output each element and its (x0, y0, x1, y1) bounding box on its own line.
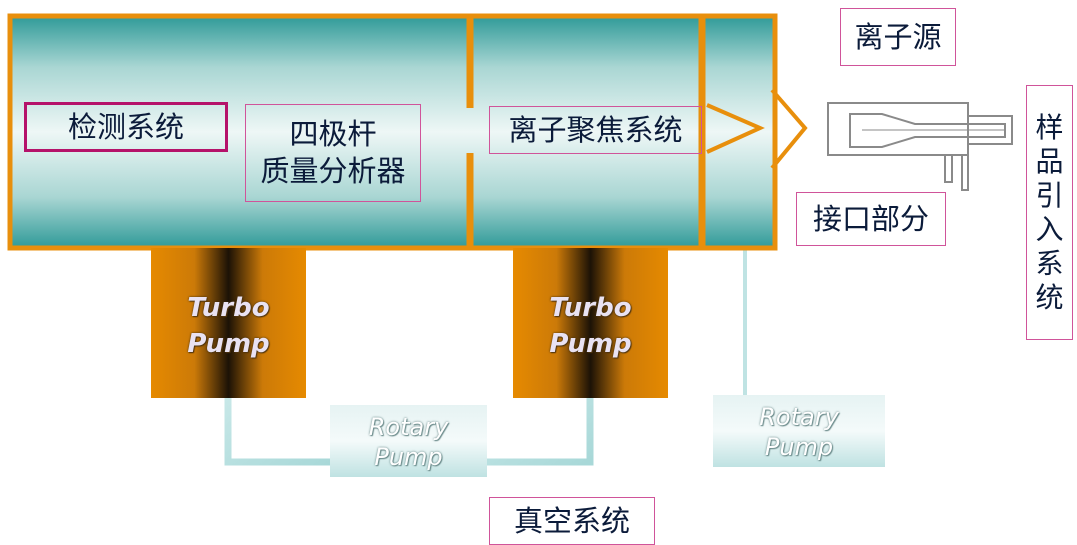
ion-source-text: 离子源 (854, 19, 942, 54)
turbo-pump-1-line1: Turbo (187, 293, 270, 323)
rotary-pump-1-body (330, 405, 487, 477)
rotary-pump-1-label: Rotary Pump (330, 412, 487, 472)
rotary-pump-1-line2: Pump (374, 443, 443, 471)
detection-system-label: 检测系统 (24, 102, 228, 152)
rotary-pump-2-body (713, 395, 885, 467)
vacuum-pipe-right (483, 391, 594, 466)
ion-source-torch (827, 102, 1013, 191)
sample-intro-char: 引 (1035, 178, 1064, 212)
interface-cone-outer (770, 88, 808, 170)
interface-label: 接口部分 (796, 192, 946, 246)
interface-text: 接口部分 (812, 201, 929, 236)
turbo-pump-2-body (513, 248, 668, 398)
quadrupole-line2: 质量分析器 (260, 154, 406, 188)
sample-intro-char: 样 (1035, 110, 1064, 144)
sample-intro-char: 品 (1035, 144, 1064, 178)
turbo-pump-1-line2: Pump (187, 329, 270, 359)
quadrupole-line1: 四极杆 (289, 117, 377, 151)
detection-system-text: 检测系统 (67, 109, 184, 144)
quadrupole-analyzer-label: 四极杆 质量分析器 (245, 104, 421, 202)
vacuum-system-label: 真空系统 (489, 497, 655, 545)
turbo-pump-2-line1: Turbo (549, 293, 632, 323)
rotary-pump-2-line2: Pump (764, 433, 834, 461)
ion-source-label: 离子源 (840, 8, 956, 66)
rotary-pump-2-label: Rotary Pump (713, 402, 885, 462)
sample-intro-char: 系 (1035, 246, 1064, 280)
vacuum-pipe-left (224, 391, 339, 466)
vacuum-system-text: 真空系统 (513, 503, 630, 538)
turbo-pump-2-label: Turbo Pump (513, 290, 668, 362)
sample-intro-char: 统 (1035, 280, 1064, 314)
turbo-pump-1-body (151, 248, 306, 398)
rotary-pump-2-line1: Rotary (759, 403, 839, 431)
ion-focusing-text: 离子聚焦系统 (508, 112, 683, 147)
interface-cone-inner (706, 103, 765, 154)
sample-intro-char: 入 (1035, 212, 1064, 246)
ion-focusing-label: 离子聚焦系统 (489, 106, 702, 154)
turbo-pump-1-label: Turbo Pump (151, 290, 306, 362)
vacuum-chamber (7, 13, 778, 251)
sample-introduction-label: 样 品 引 入 系 统 (1026, 85, 1073, 340)
turbo-pump-2-line2: Pump (549, 329, 632, 359)
rotary-pump-1-line1: Rotary (368, 413, 449, 441)
